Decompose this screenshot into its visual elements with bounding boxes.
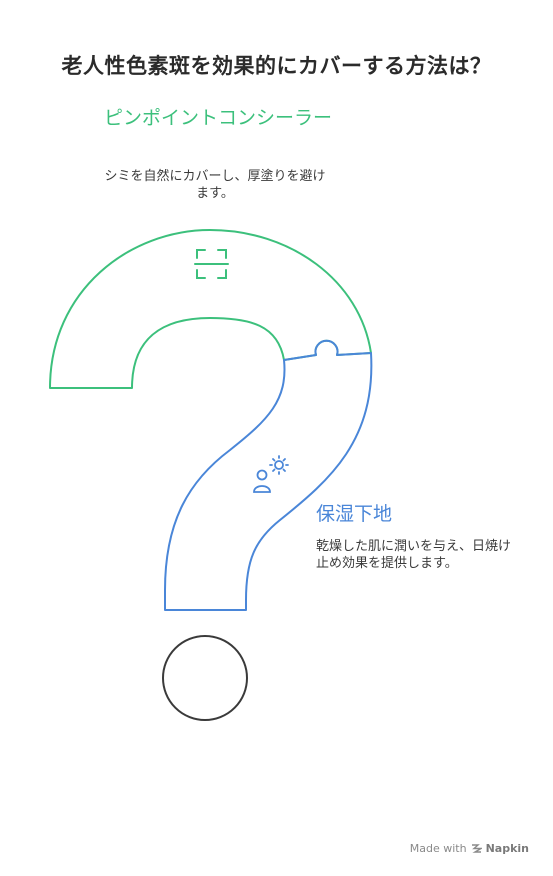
concealer-description: シミを自然にカバーし、厚塗りを避けます。 <box>104 169 326 201</box>
primer-description: 乾燥した肌に潤いを与え、日焼け止め効果を提供します。 <box>316 539 512 571</box>
made-with-text: Made with <box>409 842 467 855</box>
concealer-segment <box>49 229 372 389</box>
question-dot <box>162 635 248 721</box>
brand-name: Napkin <box>485 842 529 855</box>
page-title: 老人性色素斑を効果的にカバーする方法は？ <box>61 54 492 78</box>
napkin-logo-icon <box>471 844 482 853</box>
person-sun-icon <box>253 455 289 493</box>
footer: Made with Napkin <box>410 842 529 855</box>
primer-segment <box>164 339 373 611</box>
scan-icon <box>194 249 229 279</box>
concealer-label: ピンポイントコンシーラー <box>104 107 333 129</box>
primer-label: 保湿下地 <box>316 503 393 525</box>
